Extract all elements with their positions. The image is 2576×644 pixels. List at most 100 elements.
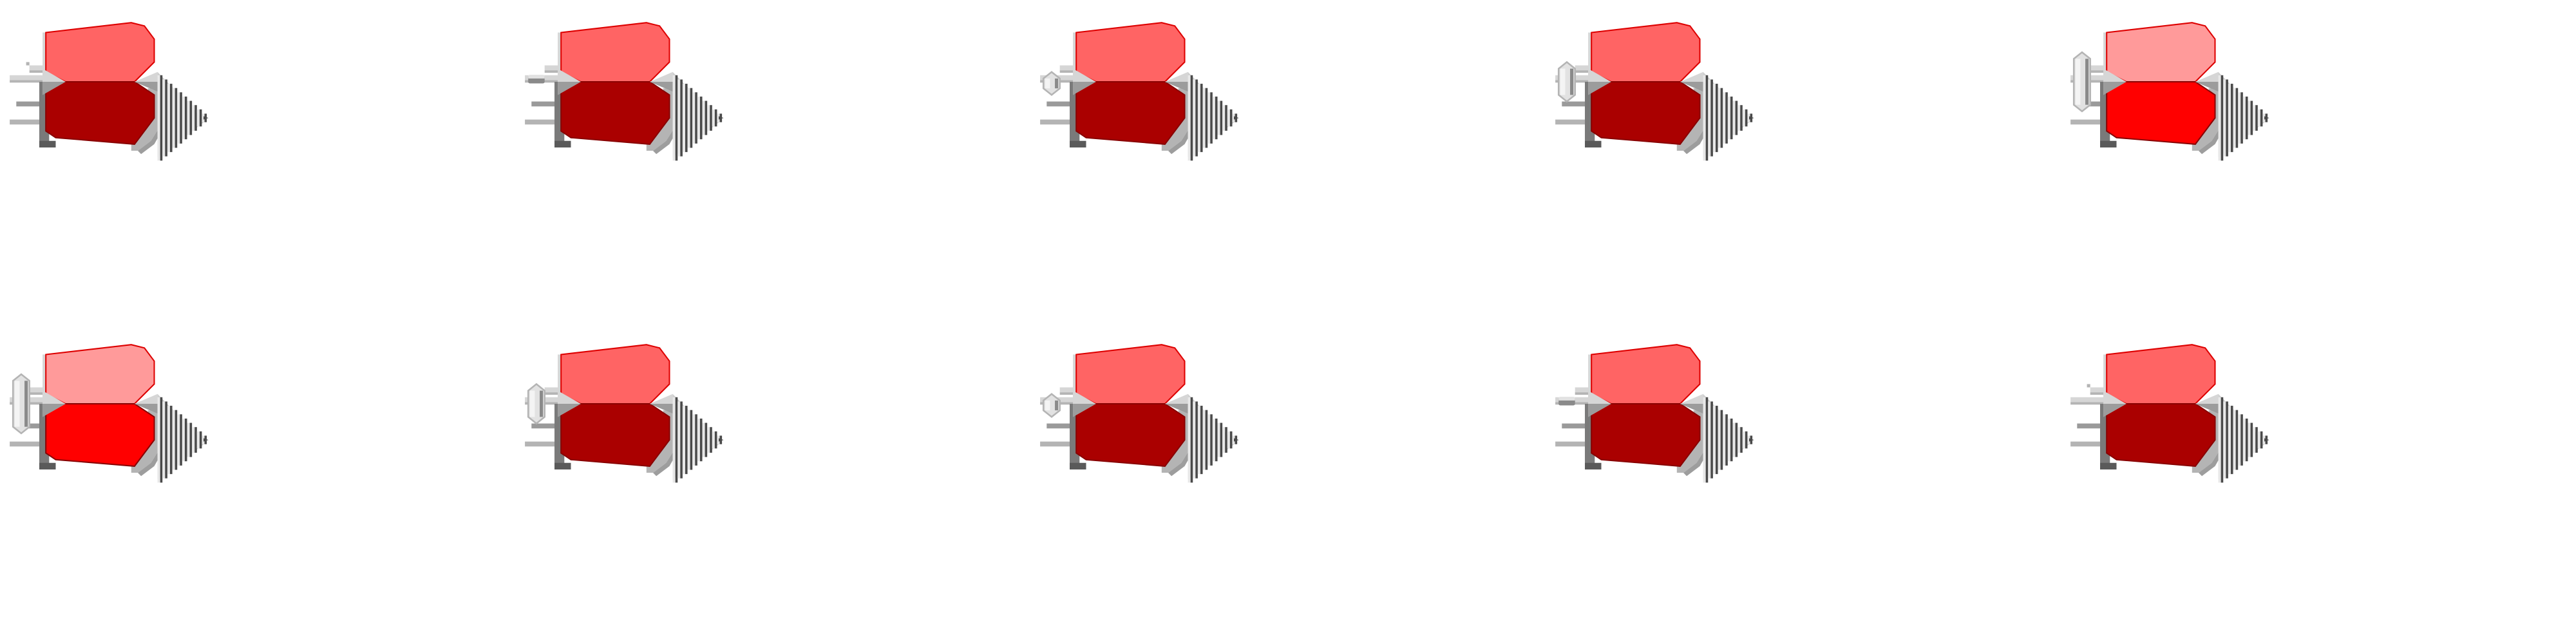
drill-rib-shadow	[2255, 105, 2258, 131]
drill-rib-shadow	[1725, 414, 1728, 466]
drill-tip	[719, 116, 724, 120]
drill-rib-shadow	[169, 84, 173, 153]
drill-tip	[2264, 438, 2269, 442]
drill-rib-shadow	[1730, 418, 1733, 462]
drill-rib	[167, 84, 170, 153]
rail-middle	[1555, 397, 1595, 402]
rail-middle	[10, 75, 50, 80]
drill-cone	[1703, 71, 1754, 161]
peg-highlight	[1558, 397, 1575, 401]
drill-rib-shadow	[199, 431, 202, 449]
drill-rib-shadow	[1225, 427, 1227, 453]
rail-lower	[16, 101, 50, 107]
drill-rib-shadow	[1725, 92, 1728, 144]
drill-rib	[2238, 414, 2241, 466]
drill-rib	[196, 431, 200, 449]
drill-rib	[1727, 96, 1730, 140]
drill-rib	[1208, 92, 1211, 144]
drill-rib	[2248, 422, 2251, 457]
frame-foot	[39, 462, 56, 469]
body-bottom	[2106, 402, 2216, 467]
drill-rib	[702, 100, 705, 135]
peg-body	[1042, 71, 1061, 97]
drill-rib-shadow	[175, 88, 178, 148]
drill-rib	[1232, 435, 1235, 444]
frame-foot	[2100, 140, 2117, 147]
seam-notch-right-shadow	[2195, 82, 2219, 92]
drill-rib	[692, 92, 696, 144]
drill-rib	[677, 79, 681, 156]
drill-rib	[202, 113, 205, 122]
body-bottom	[560, 80, 670, 145]
rail-bottom	[1555, 119, 1595, 125]
peg-marker	[26, 62, 30, 66]
body-bottom	[1075, 80, 1186, 145]
drill-rib-shadow	[1745, 431, 1748, 449]
drill-cone	[1703, 393, 1754, 483]
sprite-frame-9	[1555, 344, 1754, 483]
drill-rib-shadow	[2235, 410, 2239, 470]
drill-tip	[1234, 116, 1239, 120]
peg-shadow	[24, 381, 28, 427]
drill-rib	[162, 401, 166, 478]
drill-rib	[1212, 418, 1215, 462]
drill-rib-shadow	[714, 109, 717, 127]
drill-rib-shadow	[705, 100, 708, 135]
drill-rib-shadow	[160, 397, 163, 483]
rail-upper-shadow	[29, 70, 50, 73]
drill-rib-shadow	[1200, 84, 1203, 153]
drill-rib-shadow	[695, 414, 697, 466]
peg-highlight	[14, 381, 20, 427]
drill-rib	[1712, 84, 1716, 153]
peg-body	[1042, 393, 1061, 419]
peg-marker	[1042, 71, 1061, 97]
drill-rib-shadow	[2226, 79, 2228, 156]
drill-rib-shadow	[189, 422, 193, 457]
drill-rib-shadow	[1735, 100, 1738, 135]
rail-upper-shadow	[1059, 392, 1080, 395]
rail-lower	[1046, 423, 1080, 429]
rail-bottom	[10, 119, 50, 125]
drill-rib-shadow	[1200, 406, 1203, 475]
drill-rib	[2262, 113, 2266, 122]
rail-bottom	[2070, 119, 2110, 125]
rail-lower	[531, 101, 565, 107]
rail-middle-shadow	[1555, 402, 1595, 405]
drill-rib	[1703, 75, 1706, 161]
drill-rib	[702, 422, 705, 457]
drill-rib	[202, 435, 205, 444]
drill-rib	[1202, 88, 1206, 148]
drill-rib-shadow	[1220, 422, 1223, 457]
drill-rib-shadow	[1705, 75, 1709, 161]
drill-rib	[687, 410, 690, 470]
peg-marker	[2087, 384, 2090, 388]
drill-rib	[2257, 109, 2260, 127]
drill-rib-shadow	[1710, 401, 1713, 478]
rail-lower	[2077, 423, 2110, 429]
drill-rib	[1188, 397, 1191, 483]
drill-rib	[1742, 109, 1745, 127]
rail-upper	[1575, 65, 1595, 71]
peg-dot	[2087, 384, 2090, 388]
drill-rib	[2223, 79, 2226, 156]
drill-rib	[187, 422, 190, 457]
frame-foot	[1070, 140, 1086, 147]
body-top	[560, 22, 670, 83]
rail-bottom	[525, 119, 565, 125]
drill-rib	[2238, 92, 2241, 144]
drill-cone	[1188, 393, 1239, 483]
sprite-frame-3	[1040, 22, 1239, 161]
drill-rib	[717, 435, 720, 444]
drill-rib	[672, 397, 676, 483]
drill-rib-shadow	[1195, 79, 1198, 156]
drill-rib-shadow	[1720, 88, 1723, 148]
drill-rib	[1202, 410, 1206, 470]
rail-bottom	[2070, 441, 2110, 447]
drill-rib	[1708, 79, 1711, 156]
drill-rib-shadow	[2240, 92, 2243, 144]
body-top	[45, 22, 155, 83]
drill-rib	[1747, 435, 1750, 444]
drill-rib	[167, 406, 170, 475]
peg-highlight	[2075, 59, 2081, 105]
drill-rib	[717, 113, 720, 122]
